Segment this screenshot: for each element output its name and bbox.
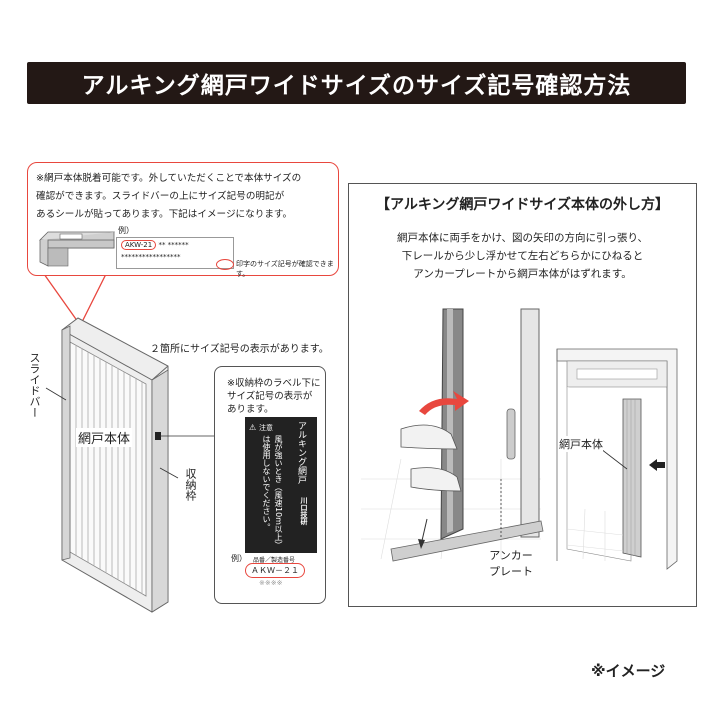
sticker-stars-1: ** ****** — [158, 241, 189, 249]
caution-title: 注意 — [259, 424, 273, 432]
label-note-3: あります。 — [227, 404, 274, 415]
footnote: ※イメージ — [591, 662, 666, 680]
callout-line-2: 確認ができます。スライドバーの上にサイズ記号の明記が — [36, 191, 285, 202]
sticker-code: AKW-21 — [121, 240, 157, 250]
slide-bar-label: スライドバー — [28, 352, 41, 418]
label-stars: ※※※※ — [259, 579, 283, 587]
anchor-label: アンカー プレート — [489, 548, 533, 580]
sticker-callout: ※網戸本体脱着可能です。外していただくことで本体サイズの 確認ができます。スライ… — [27, 162, 339, 278]
legend-ellipse-icon — [216, 259, 234, 270]
label-small-caption: 品番／製造番号 — [253, 557, 296, 564]
anchor-label-1: アンカー — [489, 549, 533, 562]
two-places-note: ２箇所にサイズ記号の表示があります。 — [150, 344, 329, 355]
product-label: ⚠ 注意 風が強いとき（風速10m以上） は使用しないでください。 アルキング網… — [245, 417, 317, 553]
removal-instructions: 【アルキング網戸ワイドサイズ本体の外し方】 網戸本体に両手をかけ、図の矢印の方向… — [348, 183, 697, 607]
screen-body-label: 網戸本体 — [76, 428, 133, 447]
page-title: アルキング網戸ワイドサイズのサイズ記号確認方法 — [81, 73, 632, 99]
rotate-arrow-icon — [419, 391, 469, 415]
warning-icon: ⚠ — [249, 423, 257, 432]
removal-desc-3: アンカープレートから網戸本体がはずれます。 — [413, 268, 632, 280]
sticker: AKW-21 ** ****** ***************** — [116, 237, 234, 269]
removal-description: 網戸本体に両手をかけ、図の矢印の方向に引っ張り、 下レールから少し浮かせて左右ど… — [349, 229, 696, 283]
label-note-1: ※収納枠のラベル下に — [227, 378, 321, 389]
callout-example-label: 例） — [118, 226, 134, 235]
removal-desc-2: 下レールから少し浮かせて左右どちらかにひねると — [401, 250, 644, 262]
sticker-stars-2: ***************** — [121, 253, 181, 261]
removal-desc-1: 網戸本体に両手をかけ、図の矢印の方向に引っ張り、 — [396, 232, 649, 244]
label-example: 例） — [231, 554, 247, 563]
label-product-name: アルキング網戸 — [296, 421, 306, 484]
storage-frame-label: 収納枠 — [184, 468, 197, 501]
callout-line-1: ※網戸本体脱着可能です。外していただくことで本体サイズの — [36, 173, 302, 184]
removal-illustration — [361, 299, 683, 594]
removal-title: 【アルキング網戸ワイドサイズ本体の外し方】 — [375, 197, 670, 213]
anchor-label-2: プレート — [489, 565, 533, 578]
slide-bar-sketch — [39, 231, 115, 267]
callout-text: ※網戸本体脱着可能です。外していただくことで本体サイズの 確認ができます。スライ… — [36, 170, 336, 224]
caution-text-2: は使用しないでください。 — [262, 435, 271, 531]
callout-line-3: あるシールが貼ってあります。下記はイメージになります。 — [36, 209, 293, 220]
title-bar: アルキング網戸ワイドサイズのサイズ記号確認方法 — [27, 62, 686, 104]
caution-text-1: 風が強いとき（風速10m以上） — [274, 435, 283, 545]
label-size-code: ＡＫＷ－２１ — [245, 563, 305, 578]
label-note-2: サイズ記号の表示が — [227, 391, 313, 402]
label-maker: 川口技研 — [300, 497, 308, 525]
label-callout: ※収納枠のラベル下に サイズ記号の表示が あります。 ⚠ 注意 風が強いとき（風… — [214, 366, 326, 604]
right-body-label: 網戸本体 — [559, 436, 603, 452]
legend-text: 印字のサイズ記号が確認できます。 — [236, 260, 334, 278]
